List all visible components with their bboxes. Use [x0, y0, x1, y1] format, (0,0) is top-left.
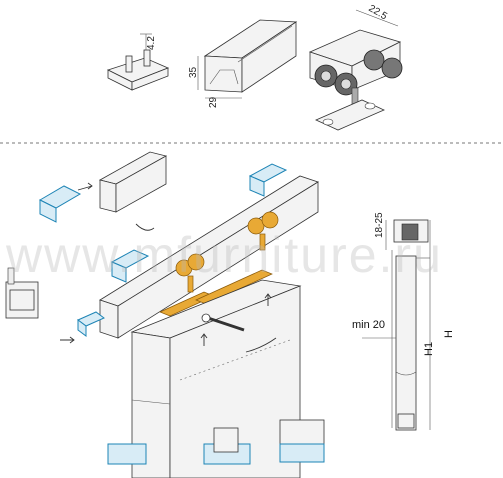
end-profile-small — [5, 267, 39, 319]
rail-width-label: 29 — [208, 96, 219, 108]
rail-profile-part — [197, 19, 298, 99]
end-stop-blue — [77, 311, 105, 337]
side-top-dim: 18-25 — [374, 212, 385, 238]
h1-label: H1 — [423, 342, 435, 356]
wall-bracket-blue-2 — [248, 163, 288, 197]
floor-guide-3 — [279, 419, 325, 463]
adjustment-wrench — [201, 313, 245, 332]
wall-bracket-blue-3 — [110, 249, 150, 283]
door-panel — [130, 279, 302, 478]
side-view-drawing — [362, 219, 431, 431]
roller-carriage-part — [308, 9, 403, 131]
watermark: www.mfurniture.ru — [5, 227, 443, 283]
clip-height-label: 4.2 — [146, 36, 157, 50]
floor-guide-1 — [107, 443, 147, 465]
h-label: H — [443, 330, 455, 338]
wall-bracket-blue-1 — [38, 185, 82, 223]
upper-rail — [98, 151, 168, 213]
assembly-arrows — [60, 182, 277, 353]
min-gap-label: min 20 — [352, 319, 385, 331]
floor-guide-2 — [203, 427, 251, 465]
roller-assembly-gold-right — [195, 211, 279, 305]
roller-width-label: 22.5 — [367, 3, 390, 22]
rail-clip-part — [106, 33, 170, 91]
rail-height-label: 35 — [188, 66, 199, 78]
